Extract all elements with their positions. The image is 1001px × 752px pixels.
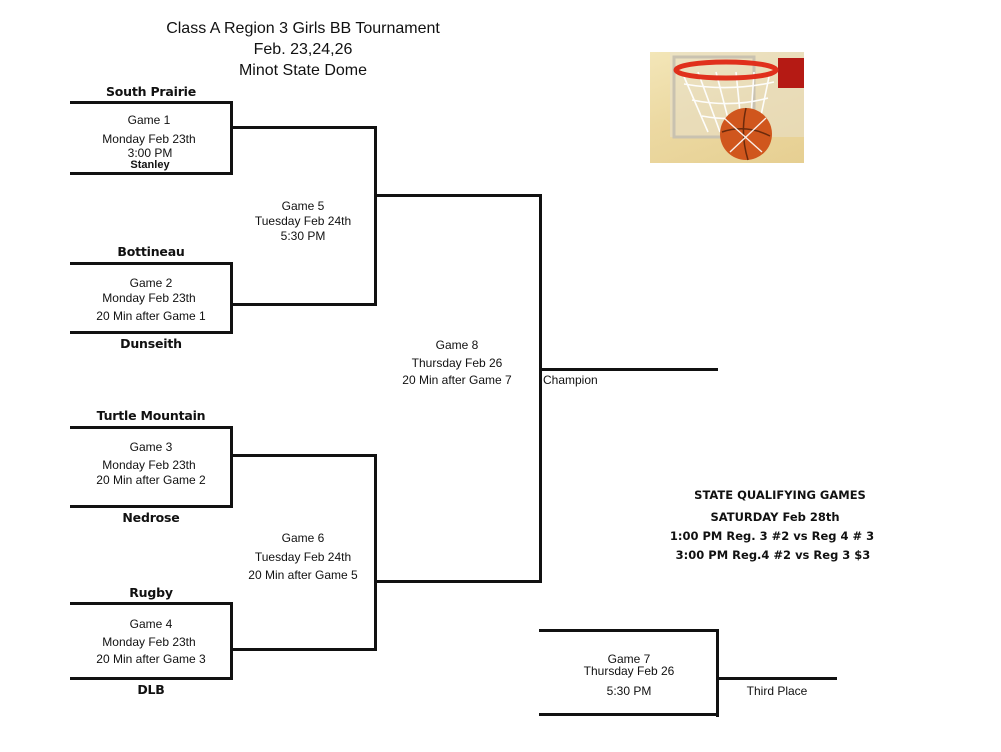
team-south-prairie: South Prairie (105, 84, 197, 99)
game-6-day: Tuesday Feb 24th (254, 550, 352, 564)
team-nedrose: Nedrose (122, 510, 180, 525)
bracket-line (70, 505, 233, 508)
bracket-line (70, 101, 233, 104)
game-5-time: 5:30 PM (280, 229, 326, 243)
bracket-line (70, 331, 233, 334)
bracket-line (539, 713, 719, 716)
game-2-day: Monday Feb 23th (102, 291, 196, 305)
bracket-line (70, 262, 233, 265)
tournament-venue: Minot State Dome (238, 62, 368, 79)
team-bottineau: Bottineau (117, 244, 185, 259)
state-qualifying-title: STATE QUALIFYING GAMES (694, 488, 866, 502)
game-3-time: 20 Min after Game 2 (96, 473, 206, 487)
bracket-line (231, 648, 377, 651)
game-7-time: 5:30 PM (606, 684, 652, 698)
bracket-line (231, 454, 377, 457)
game-8-time: 20 Min after Game 7 (402, 373, 512, 387)
tournament-dates: Feb. 23,24,26 (253, 41, 353, 58)
team-rugby: Rugby (129, 585, 173, 600)
champion-line (541, 368, 718, 371)
bracket-line (231, 126, 377, 129)
game-7-day: Thursday Feb 26 (583, 664, 675, 678)
bracket-line (375, 194, 542, 197)
champion-label: Champion (543, 373, 598, 387)
bracket-line (374, 454, 377, 651)
bracket-line (230, 101, 233, 175)
bracket-line (70, 677, 233, 680)
bracket-line (539, 629, 719, 632)
game-1-day: Monday Feb 23th (102, 132, 196, 146)
basketball-hoop-image (650, 52, 804, 163)
bracket-line (230, 426, 233, 508)
game-1-name: Game 1 (127, 113, 171, 127)
team-dunseith: Dunseith (120, 336, 182, 351)
bracket-line (716, 629, 719, 717)
game-1-extra: Stanley (130, 159, 170, 171)
bracket-line (70, 602, 233, 605)
bracket-line (539, 194, 542, 583)
game-8-name: Game 8 (435, 338, 479, 352)
game-2-time: 20 Min after Game 1 (96, 309, 206, 323)
bracket-line (70, 172, 233, 175)
game-5-day: Tuesday Feb 24th (254, 214, 352, 228)
third-place-line (718, 677, 837, 680)
game-7-name: Game 7 (607, 652, 651, 666)
state-qualifying-date: SATURDAY Feb 28th (710, 510, 840, 524)
tournament-title: Class A Region 3 Girls BB Tournament (166, 20, 440, 37)
state-qualifying-game-1: 1:00 PM Reg. 3 #2 vs Reg 4 # 3 (669, 529, 875, 543)
game-5-name: Game 5 (281, 199, 325, 213)
bracket-line (374, 126, 377, 306)
third-place-label: Third Place (746, 684, 808, 698)
bracket-line (230, 602, 233, 680)
game-1-time: 3:00 PM (127, 146, 173, 160)
game-6-time: 20 Min after Game 5 (248, 568, 358, 582)
game-6-name: Game 6 (281, 531, 325, 545)
game-8-day: Thursday Feb 26 (411, 356, 503, 370)
game-4-name: Game 4 (129, 617, 173, 631)
team-dlb: DLB (137, 682, 165, 697)
game-2-name: Game 2 (129, 276, 173, 290)
bracket-line (70, 426, 233, 429)
bracket-line (231, 303, 377, 306)
game-4-time: 20 Min after Game 3 (96, 652, 206, 666)
bracket-line (375, 580, 542, 583)
bracket-line (230, 262, 233, 334)
game-3-day: Monday Feb 23th (102, 458, 196, 472)
game-4-day: Monday Feb 23th (102, 635, 196, 649)
state-qualifying-game-2: 3:00 PM Reg.4 #2 vs Reg 3 $3 (675, 548, 871, 562)
team-turtle-mountain: Turtle Mountain (96, 408, 206, 423)
game-3-name: Game 3 (129, 440, 173, 454)
